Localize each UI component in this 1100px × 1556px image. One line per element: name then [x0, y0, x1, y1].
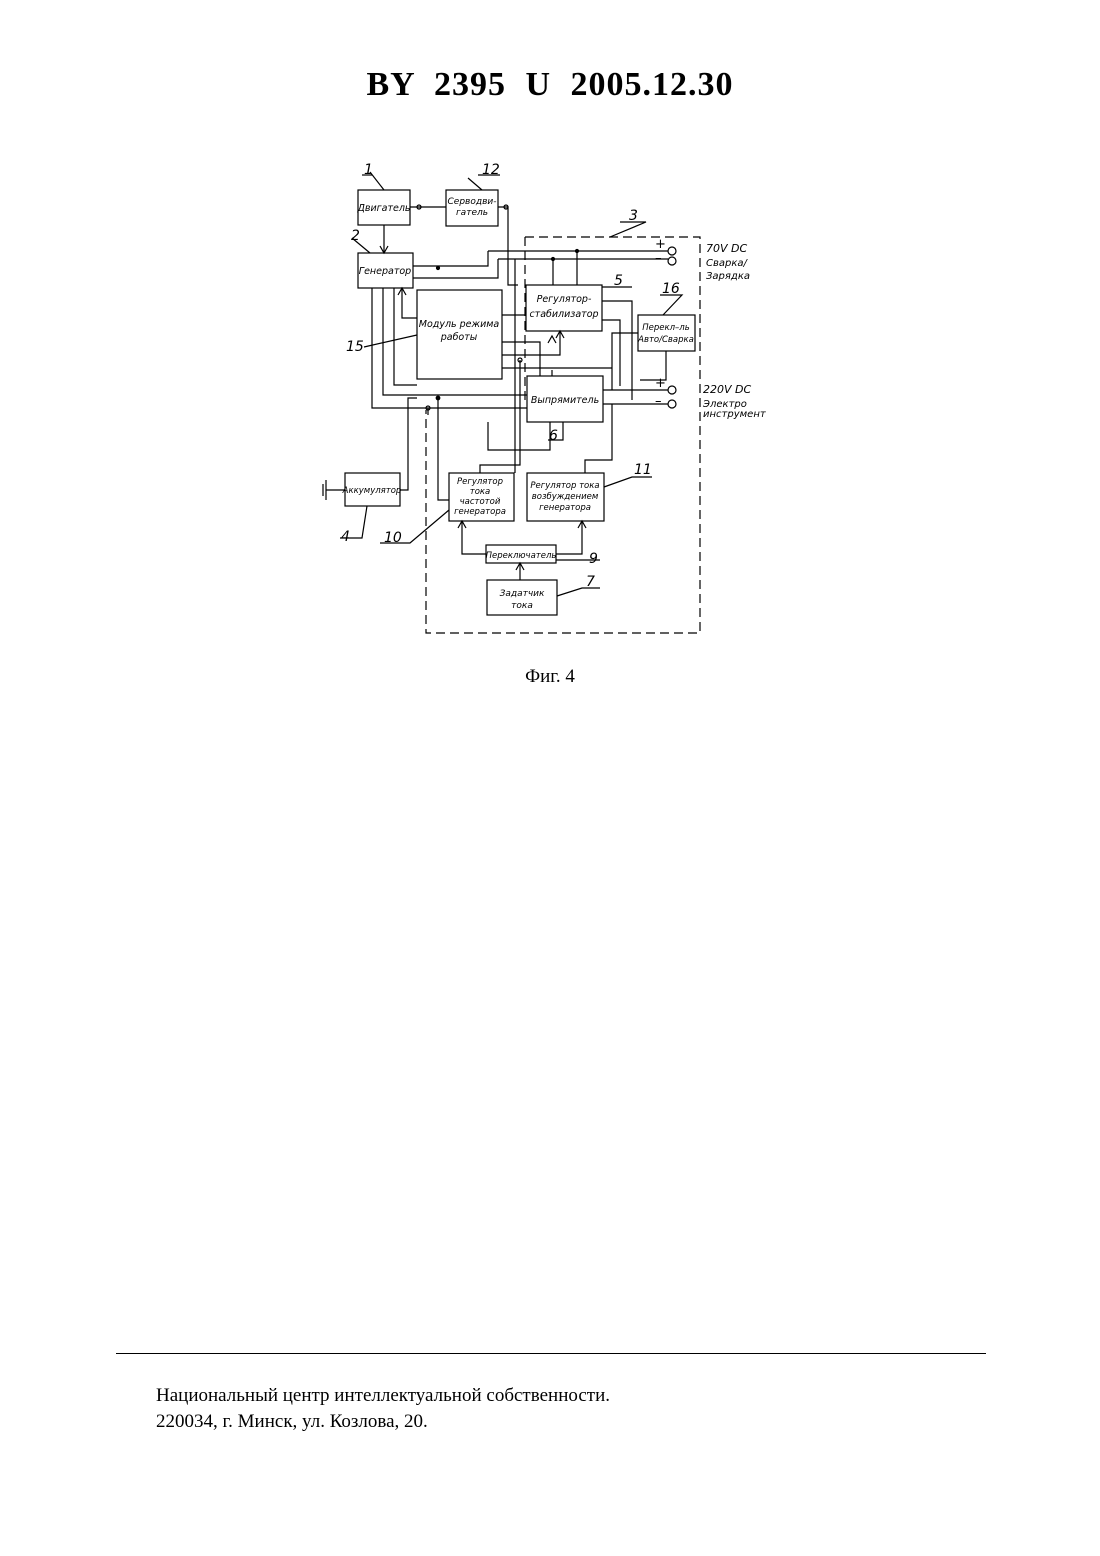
- ref-6: 6: [549, 428, 558, 444]
- figure-caption: Фиг. 4: [0, 666, 1100, 688]
- engine-label: Двигатель: [356, 203, 410, 214]
- out220-label: 220V DC: [703, 383, 751, 396]
- ref-15: 15: [346, 339, 364, 355]
- mode-label-1: Модуль режима: [419, 319, 500, 330]
- freq-reg-label-4: генератора: [454, 507, 506, 517]
- footer-line-1: Национальный центр интеллектуальной собс…: [156, 1383, 610, 1409]
- exc-reg-label-1: Регулятор тока: [530, 481, 599, 491]
- out70-desc-1: Сварка/: [706, 258, 749, 269]
- plus-70-label: +: [655, 237, 666, 252]
- ref-12: 12: [482, 162, 500, 178]
- switch-auto-weld-block: [638, 315, 695, 351]
- minus-70-label: –: [655, 251, 662, 266]
- generator-label: Генератор: [359, 266, 411, 277]
- freq-reg-label-3: частотой: [460, 497, 501, 507]
- setter-label-2: тока: [511, 601, 533, 611]
- ref-11: 11: [634, 462, 652, 478]
- minus-220-label: –: [655, 394, 662, 409]
- ref-2: 2: [351, 228, 360, 244]
- servo-label-2: гатель: [456, 208, 488, 218]
- ref-1: 1: [364, 162, 373, 178]
- regulator-stabilizer-block: [526, 285, 602, 331]
- out70-label: 70V DC: [706, 242, 747, 255]
- out220-desc-2: инструмент: [703, 409, 767, 420]
- footer: Национальный центр интеллектуальной собс…: [156, 1383, 610, 1435]
- freq-reg-label-1: Регулятор: [457, 477, 503, 487]
- ref-3: 3: [629, 208, 638, 224]
- ref-16: 16: [662, 281, 680, 297]
- regstab-label-2: стабилизатор: [529, 309, 598, 320]
- plus-220-label: +: [655, 376, 666, 391]
- freq-reg-label-2: тока: [470, 487, 491, 497]
- switch16-label-2: Авто/Сварка: [637, 335, 694, 345]
- battery-label: Аккумулятор: [342, 486, 402, 496]
- ref-7: 7: [586, 574, 595, 590]
- switch16-label-1: Перекл–ль: [642, 323, 690, 333]
- mode-label-2: работы: [440, 332, 478, 343]
- ref-9: 9: [589, 551, 598, 567]
- ref-10: 10: [384, 530, 402, 546]
- block-diagram: Двигатель Серводви- гатель Генератор Мод…: [0, 0, 1100, 700]
- ref-5: 5: [614, 273, 623, 289]
- footer-divider: [116, 1353, 986, 1354]
- ref-4: 4: [341, 529, 350, 545]
- setter-label-1: Задатчик: [500, 589, 545, 599]
- footer-line-2: 220034, г. Минск, ул. Козлова, 20.: [156, 1409, 610, 1435]
- rectifier-label: Выпрямитель: [531, 395, 599, 406]
- exc-reg-label-3: генератора: [539, 503, 591, 513]
- exc-reg-label-2: возбуждением: [532, 492, 599, 502]
- out70-desc-2: Зарядка: [706, 271, 750, 282]
- selector-label: Переключатель: [486, 551, 557, 561]
- servo-label-1: Серводви-: [448, 197, 497, 207]
- regstab-label-1: Регулятор-: [537, 294, 592, 305]
